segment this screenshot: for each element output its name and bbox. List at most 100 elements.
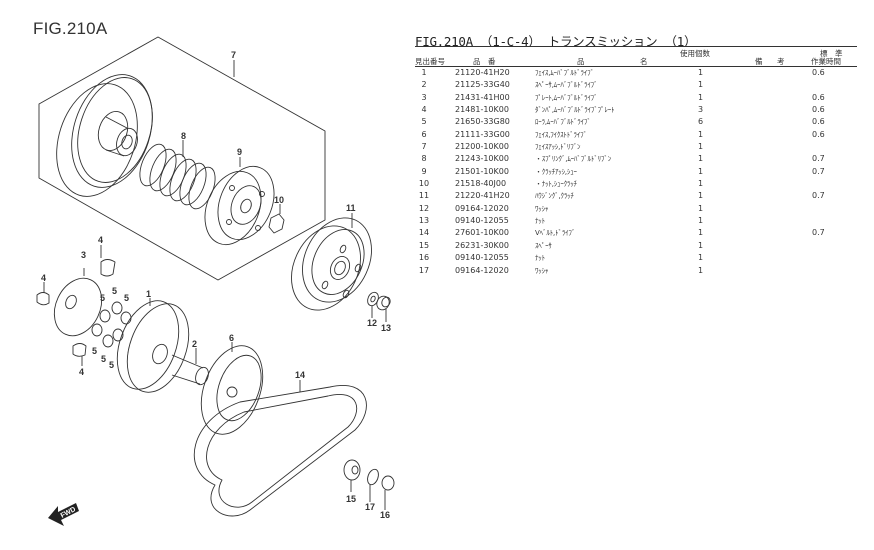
quantity-cell: 1 — [698, 129, 704, 139]
fwd-label: FWD — [60, 506, 77, 520]
table-body: 1 21120-41H20 ﾌｪｲｽ,ﾑｰﾊﾞﾌﾞﾙﾄﾞﾗｲﾌﾞ 1 0.6 2… — [415, 67, 857, 277]
callout-7: 7 — [231, 50, 236, 60]
ref-no-cell: 11 — [418, 191, 430, 201]
nut-part-16 — [381, 475, 395, 510]
part-name-cell: ﾛｰﾗ,ﾑｰﾊﾞﾌﾞﾙﾄﾞﾗｲﾌﾞ — [535, 118, 591, 127]
table-row: 4 21481-10K00 ﾀﾞﾝﾊﾟ,ﾑｰﾊﾞﾌﾞﾙﾄﾞﾗｲﾌﾞﾌﾟﾚｰﾄ 3… — [415, 104, 857, 116]
part-name-cell: ｽﾍﾟｰｻ — [535, 241, 552, 250]
quantity-cell: 1 — [698, 228, 704, 238]
std-time-cell: 0.6 — [812, 68, 825, 77]
part-name-cell: ﾌｪｲｽ,ﾑｰﾊﾞﾌﾞﾙﾄﾞﾗｲﾌﾞ — [535, 69, 594, 77]
callout-16: 16 — [380, 510, 390, 520]
damper-part-4a — [100, 259, 116, 277]
table-row: 17 09164-12020 ﾜｯｼｬ 1 — [415, 265, 857, 277]
spring-part — [139, 140, 216, 210]
header-name-right: 名 — [640, 57, 648, 66]
quantity-cell: 3 — [698, 105, 704, 115]
ref-no-cell: 4 — [421, 105, 427, 115]
part-name-cell: ・ｸﾗｯﾁｱｯｼ,ｼｭｰ — [535, 167, 577, 176]
ref-no-cell: 7 — [421, 142, 427, 152]
std-time-cell: 0.7 — [812, 154, 825, 164]
callout-14: 14 — [295, 370, 305, 380]
callout-10: 10 — [274, 195, 284, 205]
callout-9: 9 — [237, 147, 242, 157]
callout-8: 8 — [181, 131, 186, 141]
table-header: 見出番号 品 番 品 名 使用個数 備 考 標 準 作業時間 — [415, 46, 857, 67]
clutch-shoe-part — [204, 157, 275, 246]
v-belt-part — [193, 380, 367, 517]
part-number-cell: 21518-40J00 — [455, 179, 507, 189]
table-row: 7 21200-10K00 ﾌｪｲｽｱｯｼ,ﾄﾞﾘﾌﾞﾝ 1 — [415, 141, 857, 153]
quantity-cell: 1 — [698, 68, 704, 77]
table-row: 9 21501-10K00 ・ｸﾗｯﾁｱｯｼ,ｼｭｰ 1 0.7 — [415, 166, 857, 178]
exploded-parts-diagram: 7 8 9 10 11 12 13 3 4 4 4 5 5 5 5 5 5 1 … — [36, 36, 395, 526]
part-name-cell: Vﾍﾞﾙﾄ,ﾄﾞﾗｲﾌﾞ — [535, 229, 576, 238]
part-number-cell: 09140-12055 — [455, 216, 509, 226]
part-number-cell: 21243-10K00 — [455, 154, 509, 164]
ref-no-cell: 14 — [418, 228, 430, 238]
header-name-left: 品 — [577, 57, 585, 66]
callout-4c: 4 — [79, 367, 84, 377]
ref-no-cell: 3 — [421, 92, 427, 102]
quantity-cell: 1 — [698, 80, 704, 90]
std-time-cell: 0.7 — [812, 166, 825, 176]
quantity-cell: 1 — [698, 92, 704, 102]
ref-no-cell: 8 — [421, 154, 427, 164]
part-number-cell: 09140-12055 — [455, 253, 509, 263]
table-row: 1 21120-41H20 ﾌｪｲｽ,ﾑｰﾊﾞﾌﾞﾙﾄﾞﾗｲﾌﾞ 1 0.6 — [415, 67, 857, 79]
std-time-cell: 0.6 — [812, 129, 825, 139]
part-number-cell: 21650-33G80 — [455, 117, 510, 127]
quantity-cell: 6 — [698, 117, 704, 127]
header-remarks-left: 備 — [755, 57, 763, 66]
quantity-cell: 1 — [698, 203, 704, 213]
part-name-cell: ﾌｪｲｽｱｯｼ,ﾄﾞﾘﾌﾞﾝ — [535, 143, 581, 152]
part-number-cell: 21120-41H20 — [455, 68, 510, 77]
part-number-cell: 21481-10K00 — [455, 105, 509, 115]
part-number-cell: 09164-12020 — [455, 265, 509, 275]
header-remarks-right: 考 — [777, 57, 785, 66]
damper-part-4b — [36, 292, 50, 306]
part-number-cell: 21111-33G00 — [455, 129, 510, 139]
quantity-cell: 1 — [698, 154, 704, 164]
part-name-cell: ｽﾍﾟｰｻ,ﾑｰﾊﾞﾌﾞﾙﾄﾞﾗｲﾌﾞ — [535, 81, 598, 90]
table-row: 15 26231-30K00 ｽﾍﾟｰｻ 1 — [415, 240, 857, 252]
nut-part-13 — [376, 295, 391, 311]
part-number-cell: 21125-33G40 — [455, 80, 510, 90]
callout-11: 11 — [346, 203, 356, 213]
std-time-cell: 0.6 — [812, 117, 825, 127]
header-std-time-top: 標 準 — [820, 49, 843, 58]
part-number-cell: 21220-41H20 — [455, 191, 510, 201]
callout-5e: 5 — [101, 354, 106, 364]
part-name-cell: ﾊｳｼﾞﾝｸﾞ,ｸﾗｯﾁ — [535, 192, 574, 201]
header-ref-no: 見出番号 — [415, 57, 445, 66]
table-row: 13 09140-12055 ﾅｯﾄ 1 — [415, 215, 857, 227]
table-row: 6 21111-33G00 ﾌｪｲｽ,ﾌｲｸｽﾄﾄﾞﾗｲﾌﾞ 1 0.6 — [415, 129, 857, 141]
callout-3: 3 — [81, 250, 86, 260]
driven-face-part — [56, 74, 153, 197]
table-row: 8 21243-10K00 ・ｽﾌﾟﾘﾝｸﾞ,ﾑｰﾊﾞﾌﾞﾙﾄﾞﾘﾌﾞﾝ 1 0… — [415, 153, 857, 165]
std-time-cell: 0.6 — [812, 92, 825, 102]
ref-no-cell: 6 — [421, 129, 427, 139]
ref-no-cell: 10 — [418, 179, 430, 189]
clutch-housing-part — [291, 213, 372, 311]
figure-title: FIG.210A — [33, 19, 108, 38]
quantity-cell: 1 — [698, 253, 704, 263]
roller-parts-5 — [91, 301, 132, 348]
std-time-cell: 0.7 — [812, 191, 825, 201]
part-number-cell: 09164-12020 — [455, 203, 509, 213]
table-row: 3 21431-41H00 ﾌﾟﾚｰﾄ,ﾑｰﾊﾞﾌﾞﾙﾄﾞﾗｲﾌﾞ 1 0.6 — [415, 92, 857, 104]
ref-no-cell: 12 — [418, 203, 430, 213]
part-name-cell: ・ｽﾌﾟﾘﾝｸﾞ,ﾑｰﾊﾞﾌﾞﾙﾄﾞﾘﾌﾞﾝ — [535, 155, 612, 164]
callout-5f: 5 — [109, 360, 114, 370]
callout-5b: 5 — [112, 286, 117, 296]
table-row: 5 21650-33G80 ﾛｰﾗ,ﾑｰﾊﾞﾌﾞﾙﾄﾞﾗｲﾌﾞ 6 0.6 — [415, 116, 857, 128]
fwd-arrow-icon: FWD — [48, 503, 79, 526]
callout-5d: 5 — [92, 346, 97, 356]
quantity-cell: 1 — [698, 179, 704, 189]
part-name-cell: ﾀﾞﾝﾊﾟ,ﾑｰﾊﾞﾌﾞﾙﾄﾞﾗｲﾌﾞﾌﾟﾚｰﾄ — [535, 106, 615, 115]
ref-no-cell: 15 — [418, 240, 430, 250]
ref-no-cell: 13 — [418, 216, 430, 226]
quantity-cell: 1 — [698, 166, 704, 176]
ref-no-cell: 16 — [418, 253, 430, 263]
part-number-cell: 27601-10K00 — [455, 228, 509, 238]
